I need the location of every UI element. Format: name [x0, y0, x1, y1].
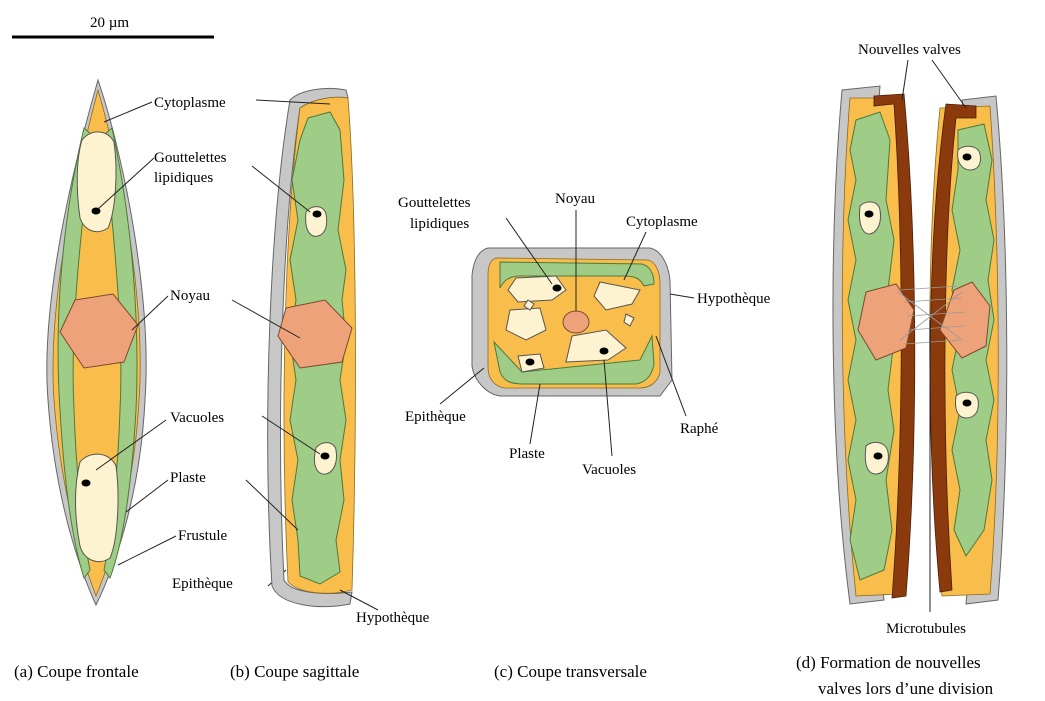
caption-d-line-2: valves lors d’une division [818, 679, 994, 698]
label-a-vacuoles: Vacuoles [170, 410, 224, 426]
panel-a-vacuole-bottom [76, 454, 119, 561]
caption-b: (b) Coupe sagittale [230, 662, 359, 681]
label-a-noyau: Noyau [170, 288, 210, 304]
caption-a: (a) Coupe frontale [14, 662, 139, 681]
label-c-gouttelettes-1: Gouttelettes [398, 195, 471, 211]
panel-c-nucleus [563, 311, 589, 333]
panel-c-transverse-section: Gouttelettes lipidiques Noyau Cytoplasme… [398, 191, 771, 681]
label-a-plaste: Plaste [170, 470, 206, 486]
label-c-cytoplasme: Cytoplasme [626, 214, 698, 230]
scale-bar: 20 µm [12, 15, 214, 37]
label-c-epitheque: Epithèque [405, 409, 466, 425]
panel-d-left-vacuole-top [859, 202, 880, 234]
panel-c-lipid-droplet-2 [600, 348, 609, 355]
label-a-epitheque: Epithèque [172, 576, 233, 592]
label-c-hypotheque: Hypothèque [697, 291, 771, 307]
label-a-frustule: Frustule [178, 528, 228, 544]
caption-c: (c) Coupe transversale [494, 662, 647, 681]
panel-a-vacuole-top [77, 132, 116, 232]
label-c-noyau: Noyau [555, 191, 595, 207]
scale-bar-label: 20 µm [90, 15, 129, 31]
label-a-cytoplasme: Cytoplasme [154, 95, 226, 111]
panel-c-lipid-droplet-3 [526, 359, 535, 366]
panel-a-frontal-section: Cytoplasme Gouttelettes lipidiques Noyau… [14, 80, 286, 681]
label-c-raphe: Raphé [680, 421, 719, 437]
label-c-vacuoles: Vacuoles [582, 462, 636, 478]
label-a-gouttelettes-1: Gouttelettes [154, 150, 227, 166]
panel-d-lipid-droplet-1 [865, 211, 874, 218]
panel-d-lipid-droplet-4 [963, 400, 972, 407]
panel-b-lipid-droplet-2 [321, 453, 330, 460]
panel-c-lipid-droplet-1 [553, 285, 562, 292]
label-a-gouttelettes-2: lipidiques [154, 170, 213, 186]
label-d-nouvelles-valves: Nouvelles valves [858, 42, 961, 58]
label-c-plaste: Plaste [509, 446, 545, 462]
label-b-hypotheque: Hypothèque [356, 610, 430, 626]
panel-d-cell-division: Nouvelles valves Microtubules (d) Format… [796, 42, 1007, 698]
panel-d-lipid-droplet-3 [963, 154, 972, 161]
label-c-gouttelettes-2: lipidiques [410, 216, 469, 232]
panel-b-lipid-droplet-1 [313, 211, 322, 218]
caption-d-line-1: (d) Formation de nouvelles [796, 653, 981, 672]
label-d-microtubules: Microtubules [886, 621, 966, 637]
panel-b-sagittal-section: Hypothèque (b) Coupe sagittale [230, 88, 430, 681]
panel-d-lipid-droplet-2 [874, 453, 883, 460]
panel-a-lipid-droplet-2 [82, 480, 91, 487]
